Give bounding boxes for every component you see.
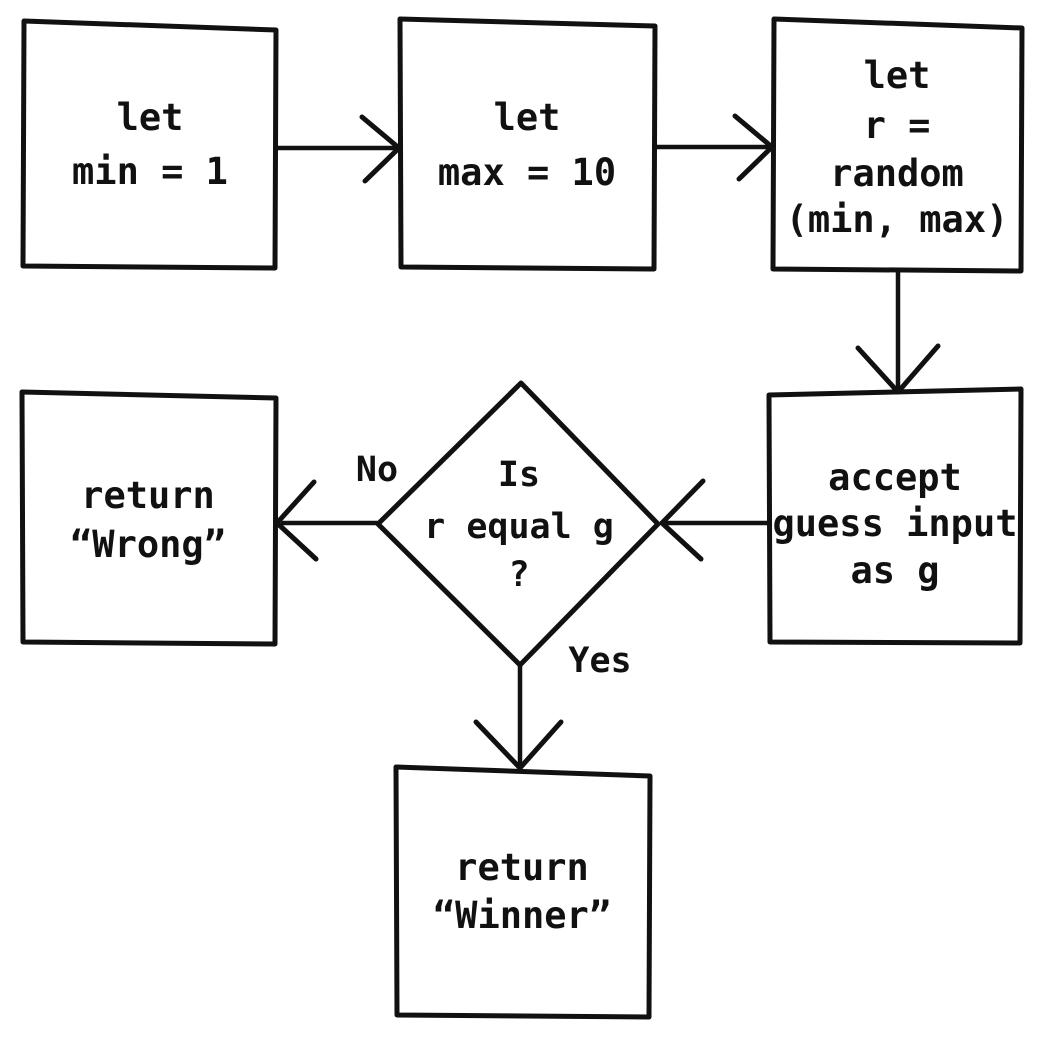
set-random-line-2: r = xyxy=(864,104,931,147)
set-random-line-4: (min, max) xyxy=(786,198,1009,241)
process-box-set-max xyxy=(397,16,658,272)
return-wrong-line-2: “Wrong” xyxy=(70,523,226,566)
process-box-set-min xyxy=(20,18,279,271)
arrowhead-down-icon xyxy=(473,719,564,771)
arrow-decision-yes-to-return-winner xyxy=(473,663,564,771)
set-random-label: let r = random (min, max) xyxy=(786,54,1009,241)
arrowhead-left-icon xyxy=(659,478,706,562)
arrowhead-down-icon xyxy=(855,343,941,395)
decision-line-1: Is xyxy=(498,455,540,495)
set-min-line-1: let xyxy=(117,96,184,139)
set-max-line-2: max = 10 xyxy=(438,151,616,194)
arrowhead-left-icon xyxy=(274,479,319,562)
edge-label-no: No xyxy=(356,450,398,490)
process-box-return-wrong xyxy=(19,389,279,647)
decision-line-2: r equal g xyxy=(424,507,614,547)
arrow-set-max-to-set-random xyxy=(652,113,775,182)
set-min-line-2: min = 1 xyxy=(72,150,228,193)
accept-guess-label: accept guess input as g xyxy=(772,456,1017,592)
accept-guess-line-2: guess input xyxy=(772,502,1017,545)
arrow-accept-guess-to-decision xyxy=(659,478,771,562)
accept-guess-line-1: accept xyxy=(828,456,962,499)
decision-line-3: ? xyxy=(508,555,529,595)
arrowhead-right-icon xyxy=(359,114,402,184)
process-box-return-winner xyxy=(393,764,653,1020)
return-winner-line-2: “Winner” xyxy=(433,894,611,937)
arrow-decision-no-to-return-wrong xyxy=(274,479,380,562)
decision-label: Is r equal g ? xyxy=(424,455,614,595)
accept-guess-line-3: as g xyxy=(850,549,939,592)
return-wrong-line-1: return xyxy=(81,474,215,517)
set-min-label: let min = 1 xyxy=(72,96,228,193)
return-winner-label: return “Winner” xyxy=(433,846,611,937)
edge-label-yes: Yes xyxy=(568,641,631,681)
set-max-line-1: let xyxy=(494,96,561,139)
process-box-accept-guess xyxy=(766,386,1024,646)
return-winner-line-1: return xyxy=(455,846,589,889)
process-box-set-random xyxy=(770,16,1025,274)
set-random-line-1: let xyxy=(864,54,931,97)
set-random-line-3: random xyxy=(830,152,964,195)
arrow-set-random-to-accept-guess xyxy=(855,268,941,395)
arrowhead-right-icon xyxy=(732,113,775,182)
arrow-set-min-to-set-max xyxy=(273,114,402,184)
return-wrong-label: return “Wrong” xyxy=(70,474,226,566)
set-max-label: let max = 10 xyxy=(438,96,616,194)
